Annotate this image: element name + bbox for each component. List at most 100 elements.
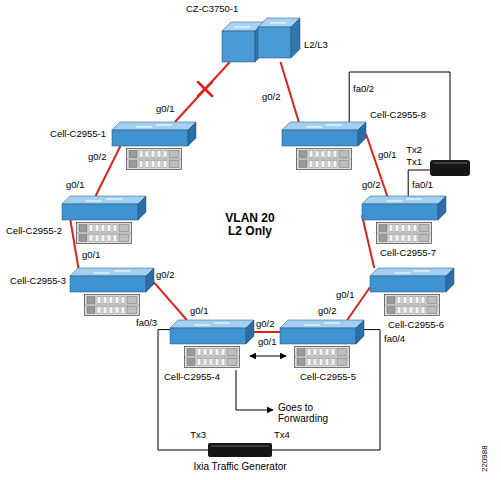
port-label: g0/1 bbox=[66, 180, 85, 190]
icon-top bbox=[280, 320, 364, 328]
icon-arrows bbox=[94, 271, 130, 273]
icon-front bbox=[280, 328, 356, 344]
cell-switch: Cell-C2955-8 bbox=[282, 122, 366, 146]
icon-front bbox=[62, 204, 138, 220]
icon-side bbox=[138, 196, 146, 220]
icon-arrows bbox=[394, 271, 430, 273]
icon-top bbox=[62, 196, 146, 204]
switch-name: Cell-C2955-6 bbox=[388, 320, 444, 330]
port-label: g0/1 bbox=[190, 306, 209, 316]
double-arrow bbox=[250, 356, 286, 357]
port-label: g0/2 bbox=[156, 270, 175, 280]
node-shape bbox=[112, 122, 196, 146]
ring-link bbox=[154, 282, 187, 320]
device-rack bbox=[185, 347, 240, 368]
generator-body bbox=[430, 160, 470, 176]
icon-side bbox=[358, 122, 366, 146]
icon-side bbox=[188, 122, 196, 146]
port-label: g0/1 bbox=[156, 104, 175, 114]
cell-switch: Cell-C2955-4 bbox=[170, 320, 254, 344]
figure-number: 220988 bbox=[481, 445, 490, 472]
icon-front bbox=[370, 276, 446, 292]
icon-top bbox=[282, 122, 366, 130]
device-rack bbox=[297, 149, 352, 170]
switch-name: Cell-C2955-1 bbox=[50, 129, 106, 139]
icon-arrows bbox=[386, 199, 422, 201]
icon-side bbox=[146, 268, 154, 292]
forwarding-arrow bbox=[236, 370, 273, 410]
icon-side bbox=[291, 18, 300, 58]
traffic-link bbox=[158, 330, 208, 450]
cell-switch: Cell-C2955-1 bbox=[112, 122, 196, 146]
device-name: Ixia Traffic Generator bbox=[193, 461, 286, 472]
port-label: g0/1 bbox=[258, 337, 277, 347]
icon-side bbox=[356, 320, 364, 344]
icon-top bbox=[170, 320, 254, 328]
port-label: g0/1 bbox=[336, 290, 355, 300]
device-rack bbox=[85, 295, 140, 316]
port-label: Tx2 bbox=[406, 145, 422, 155]
icon-arrows bbox=[194, 323, 230, 325]
port-label: g0/2 bbox=[318, 306, 337, 316]
traffic-generator: Tx3Tx4Ixia Traffic Generator bbox=[208, 443, 272, 457]
port-label: fa0/2 bbox=[353, 84, 374, 94]
switch-name: Cell-C2955-7 bbox=[380, 248, 436, 258]
icon-arrows bbox=[234, 23, 286, 27]
vlan-note: VLAN 20 L2 Only bbox=[219, 212, 281, 238]
port-label: g0/1 bbox=[82, 250, 101, 260]
annotation: Goes to Forwarding bbox=[278, 402, 338, 424]
node-shape bbox=[170, 320, 254, 344]
ring-link bbox=[254, 331, 280, 333]
device-rack bbox=[295, 347, 350, 368]
icon-top bbox=[112, 122, 196, 130]
icon-front bbox=[70, 276, 146, 292]
icon-top bbox=[362, 196, 446, 204]
icon-side bbox=[438, 196, 446, 220]
node-shape bbox=[208, 443, 272, 457]
switch-name: Cell-C2955-5 bbox=[300, 372, 356, 382]
switch-name: Cell-C2955-2 bbox=[6, 226, 62, 236]
traffic-generator: Tx2Tx1 bbox=[430, 160, 470, 176]
device-rack bbox=[127, 149, 182, 170]
icon-top bbox=[370, 268, 454, 276]
cell-switch: Cell-C2955-3 bbox=[70, 268, 154, 292]
node-shape bbox=[280, 320, 364, 344]
device-rack bbox=[77, 223, 132, 244]
device-rack bbox=[377, 223, 432, 244]
node-shape bbox=[62, 196, 146, 220]
port-label: Tx4 bbox=[274, 430, 290, 440]
icon-front bbox=[282, 130, 358, 146]
node-shape bbox=[370, 268, 454, 292]
icon-front bbox=[362, 204, 438, 220]
port-label: Tx3 bbox=[190, 430, 206, 440]
port-label: fa0/4 bbox=[384, 334, 405, 344]
icon-front bbox=[112, 130, 188, 146]
port-label: g0/2 bbox=[256, 319, 275, 329]
icon-front bbox=[258, 27, 291, 58]
ring-link bbox=[281, 62, 299, 122]
port-label: g0/1 bbox=[378, 150, 397, 160]
traffic-link bbox=[272, 330, 380, 450]
icon-side bbox=[446, 268, 454, 292]
cell-switch: Cell-C2955-6 bbox=[370, 268, 454, 292]
port-label: g0/2 bbox=[88, 152, 107, 162]
ring-link bbox=[362, 215, 374, 268]
icon-arrows bbox=[306, 125, 342, 127]
device-rack bbox=[385, 295, 440, 316]
icon-arrows bbox=[304, 323, 340, 325]
ring-link bbox=[70, 220, 78, 268]
switch-name: Cell-C2955-8 bbox=[370, 110, 426, 120]
cell-switch: Cell-C2955-2 bbox=[62, 196, 146, 220]
generator-edge bbox=[211, 446, 269, 447]
port-label: fa0/3 bbox=[136, 318, 157, 328]
icon-front bbox=[222, 31, 255, 62]
layer-label: L2/L3 bbox=[304, 40, 328, 50]
switch-name: Cell-C2955-4 bbox=[164, 372, 220, 382]
generator-body bbox=[208, 443, 272, 457]
cell-switch: Cell-C2955-7 bbox=[362, 196, 446, 220]
multilayer-switch: CZ-C3750-1L2/L3 bbox=[222, 18, 300, 62]
switch-name: CZ-C3750-1 bbox=[186, 4, 238, 14]
ring-link bbox=[175, 62, 230, 122]
